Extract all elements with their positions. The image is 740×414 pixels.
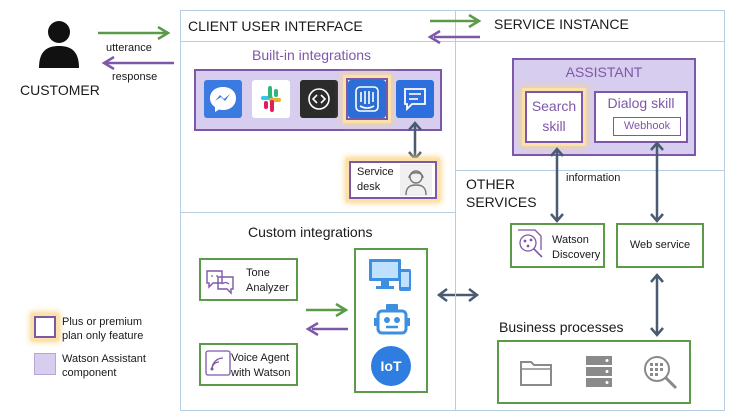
search-skill-line2: skill [542,118,566,134]
watson-discovery-box [510,223,605,268]
response-arrow [101,56,174,70]
service-instance-header [455,10,725,42]
other-services-line2: SERVICES [466,194,537,210]
legend-component-line1: Watson Assistant [62,353,146,365]
webhook-to-webservice-arrow [650,141,664,223]
voice-agent-icon [203,348,233,378]
voice-agent-line1: Voice Agent [231,352,290,364]
client-ui-divider [180,212,456,213]
legend-component-line2: component [62,367,117,379]
webhook-label: Webhook [623,120,671,132]
assistant-title: ASSISTANT [565,64,643,80]
information-label: information [566,172,621,184]
client-ui-title: CLIENT USER INTERFACE [188,18,363,34]
search-skill-line1: Search [531,98,577,114]
folder-icon [518,355,554,389]
other-services-line1: OTHER [466,176,515,192]
computer-phone-icon [367,255,415,295]
utterance-arrow [98,26,171,40]
devices-to-services-arrow [436,288,480,302]
device-to-custom-arrow [305,322,348,336]
legend-premium-swatch [34,316,56,338]
header-exchange-arrows [427,14,482,45]
tone-analyzer-line2: Analyzer [246,282,289,294]
legend-premium-line1: Plus or premium [62,316,143,328]
customer-label: CUSTOMER [20,82,100,98]
tone-analyzer-line1: Tone [246,267,270,279]
sms-chat-icon [396,80,434,118]
discovery-line2: Discovery [552,249,601,261]
iot-label: IoT [380,358,402,374]
search-to-discovery-arrow [550,147,564,223]
utterance-label: utterance [106,42,152,54]
voice-agent-box [199,343,298,386]
service-instance-title: SERVICE INSTANCE [494,16,629,32]
web-service-box [616,223,704,268]
data-search-icon [640,352,680,392]
webhook-box [613,117,681,136]
intercom-icon [348,80,386,118]
dialog-skill-title: Dialog skill [607,95,675,111]
voice-agent-line2: with Watson [231,367,291,379]
webservice-to-business-arrow [650,273,664,337]
service-desk-line2: desk [357,181,381,193]
web-service-label: Web service [629,239,691,251]
service-desk-line1: Service [357,166,394,178]
robot-icon [372,301,412,341]
server-icon [584,354,614,388]
discovery-icon [513,227,547,261]
discovery-line1: Watson [552,234,589,246]
slack-icon [252,80,290,118]
search-skill-box [525,91,583,143]
chat-to-service-desk-arrow [408,121,422,161]
response-label: response [112,71,158,83]
messenger-icon [204,80,242,118]
legend-premium-line2: plan only feature [62,330,144,342]
tone-analyzer-icon [204,263,236,295]
tone-analyzer-box [199,258,298,301]
customer-icon [36,20,82,68]
web-chat-icon [300,80,338,118]
agent-icon [400,164,432,196]
business-title: Business processes [499,319,624,335]
legend-component-swatch [34,353,56,375]
custom-title: Custom integrations [248,224,373,240]
iot-icon [371,346,411,386]
other-services-divider [455,170,725,171]
custom-to-device-arrow [306,303,349,317]
builtin-title: Built-in integrations [252,47,372,63]
